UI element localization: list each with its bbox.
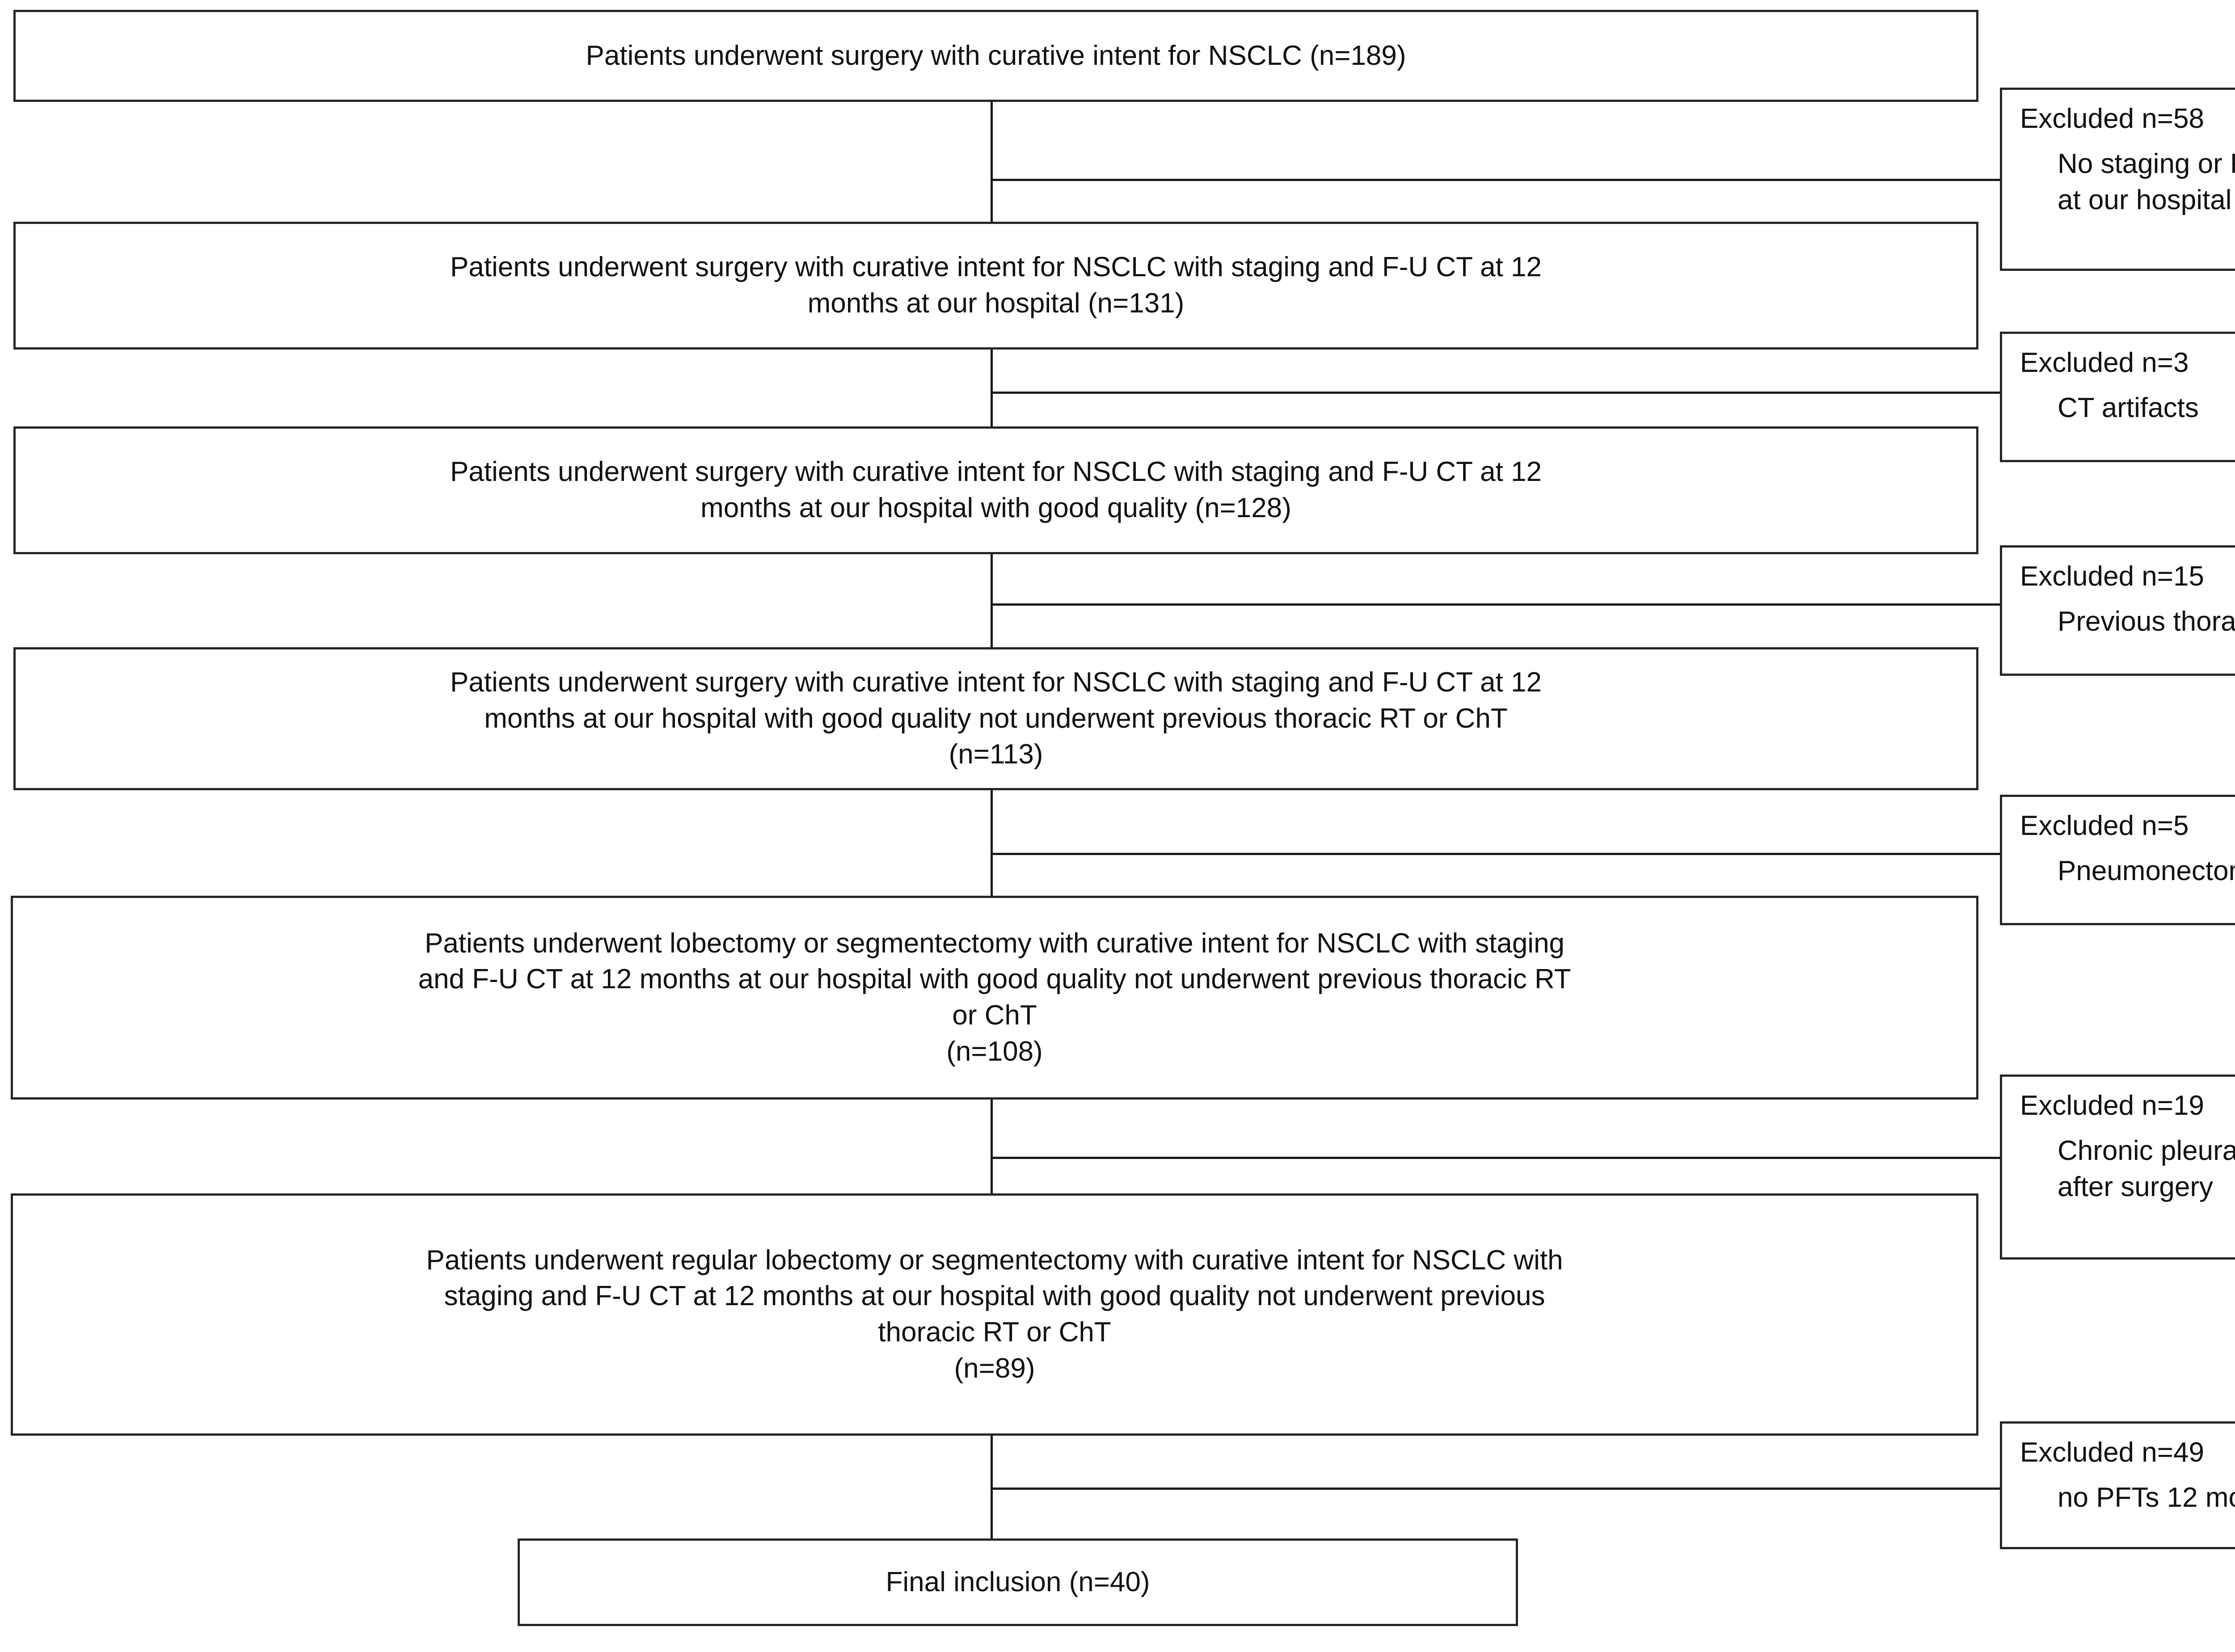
exclusion-no-staging-or-fu-ct-reason: No staging or F-U CT at 12 months perfor…	[2058, 148, 2235, 215]
exclusion-no-staging-or-fu-ct-count: Excluded n=58	[2020, 103, 2204, 134]
branch-connector-2	[991, 392, 2000, 394]
trunk-connector-2	[991, 350, 993, 426]
node-with-staging-and-fu-ct[interactable]: Patients underwent surgery with curative…	[13, 222, 1978, 350]
exclusion-ct-artifacts-reason: CT artifacts	[2058, 392, 2199, 424]
trunk-connector-3	[991, 554, 993, 647]
exclusion-previous-thoracic-rt-or-cht-reason: Previous thoracic RT or ChT	[2058, 606, 2235, 637]
exclusion-chronic-pleural-effusion-count: Excluded n=19	[2020, 1090, 2204, 1121]
node-with-staging-and-fu-ct-label: Patients underwent surgery with curative…	[450, 252, 1542, 319]
node-regular-lobectomy-or-segmentectomy-label: Patients underwent regular lobectomy or …	[426, 1244, 1563, 1384]
node-good-quality[interactable]: Patients underwent surgery with curative…	[13, 426, 1978, 554]
exclusion-no-pfts-count: Excluded n=49	[2020, 1437, 2204, 1468]
node-regular-lobectomy-or-segmentectomy[interactable]: Patients underwent regular lobectomy or …	[11, 1193, 1978, 1436]
branch-connector-4	[991, 853, 2000, 855]
node-no-previous-rt-cht[interactable]: Patients underwent surgery with curative…	[13, 647, 1978, 790]
trunk-connector-4	[991, 790, 993, 896]
node-lobectomy-or-segmentectomy[interactable]: Patients underwent lobectomy or segmente…	[11, 896, 1978, 1100]
exclusion-pneumonectomy-reason: Pneumonectomy	[2058, 856, 2235, 887]
node-total-cohort-label: Patients underwent surgery with curative…	[586, 40, 1406, 71]
trunk-connector-1	[991, 102, 993, 222]
node-final-inclusion[interactable]: Final inclusion (n=40)	[518, 1538, 1518, 1626]
branch-connector-5	[991, 1157, 2000, 1159]
exclusion-chronic-pleural-effusion[interactable]: Excluded n=19 Chronic pleural effusion o…	[2000, 1075, 2235, 1260]
exclusion-chronic-pleural-effusion-reason: Chronic pleural effusion or pneuomothora…	[2058, 1135, 2235, 1202]
branch-connector-1	[991, 179, 2000, 181]
exclusion-ct-artifacts-count: Excluded n=3	[2020, 347, 2189, 378]
trunk-connector-6	[991, 1436, 993, 1538]
exclusion-previous-thoracic-rt-or-cht-count: Excluded n=15	[2020, 561, 2204, 592]
node-good-quality-label: Patients underwent surgery with curative…	[450, 456, 1542, 523]
node-final-inclusion-label: Final inclusion (n=40)	[886, 1566, 1150, 1597]
exclusion-no-pfts[interactable]: Excluded n=49 no PFTs 12 months after su…	[2000, 1421, 2235, 1549]
exclusion-pneumonectomy[interactable]: Excluded n=5 Pneumonectomy	[2000, 795, 2235, 925]
node-lobectomy-or-segmentectomy-label: Patients underwent lobectomy or segmente…	[418, 927, 1571, 1067]
exclusion-pneumonectomy-count: Excluded n=5	[2020, 810, 2189, 841]
node-no-previous-rt-cht-label: Patients underwent surgery with curative…	[450, 667, 1542, 770]
branch-connector-3	[991, 603, 2000, 606]
exclusion-no-pfts-reason: no PFTs 12 months after surgery	[2058, 1482, 2235, 1513]
exclusion-previous-thoracic-rt-or-cht[interactable]: Excluded n=15 Previous thoracic RT or Ch…	[2000, 545, 2235, 676]
node-total-cohort[interactable]: Patients underwent surgery with curative…	[13, 10, 1978, 102]
exclusion-no-staging-or-fu-ct[interactable]: Excluded n=58 No staging or F-U CT at 12…	[2000, 88, 2235, 271]
trunk-connector-5	[991, 1100, 993, 1193]
exclusion-ct-artifacts[interactable]: Excluded n=3 CT artifacts	[2000, 332, 2235, 462]
branch-connector-6	[991, 1488, 2000, 1490]
